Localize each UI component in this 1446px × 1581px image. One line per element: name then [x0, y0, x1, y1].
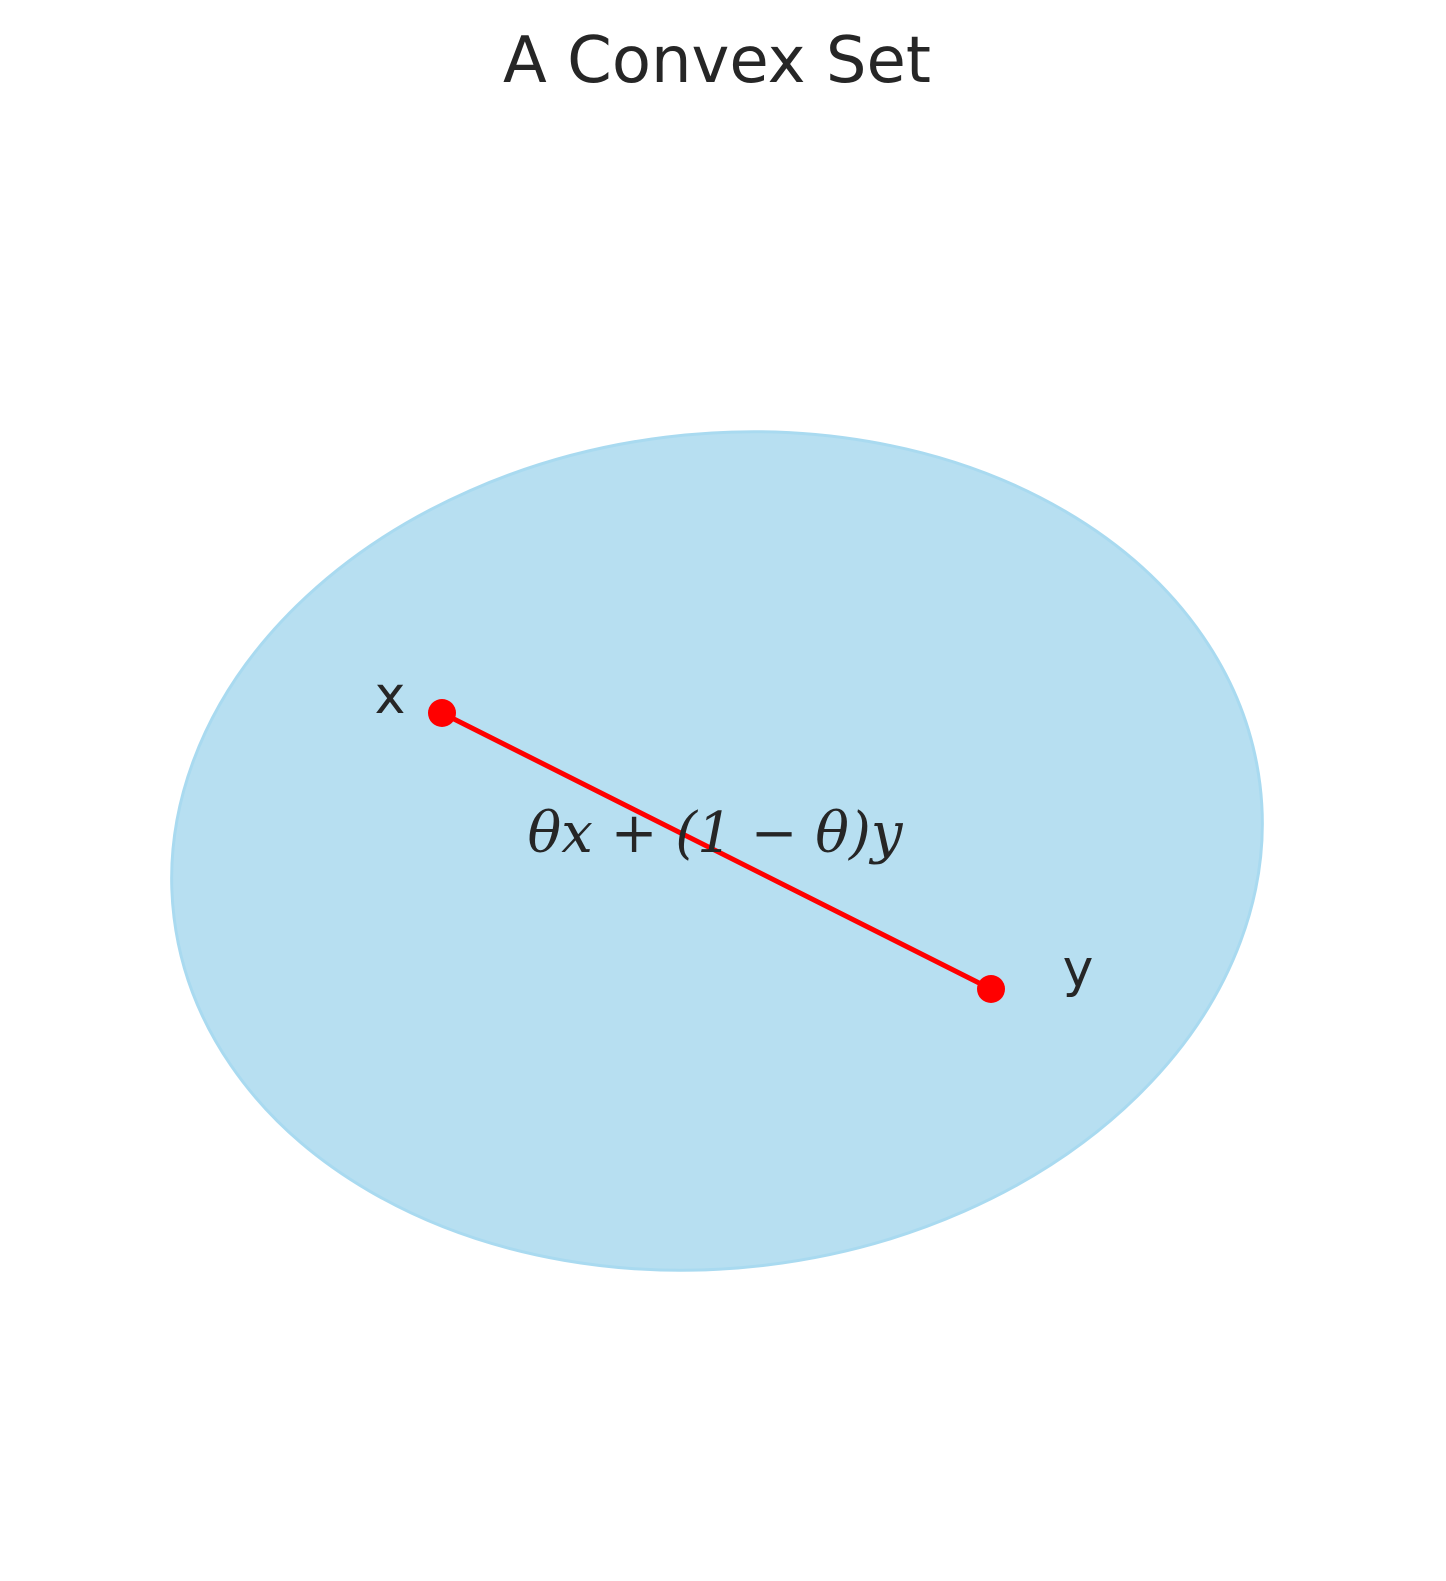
diagram-title: A Convex Set	[503, 24, 931, 98]
segment-x-to-y	[439, 710, 994, 992]
convex-combination-formula: θx + (1 − θ)y	[527, 801, 903, 866]
point-y-marker	[977, 975, 1005, 1003]
point-x-marker	[428, 699, 456, 727]
point-x-label: x	[375, 666, 406, 726]
point-y-label: y	[1063, 939, 1094, 999]
